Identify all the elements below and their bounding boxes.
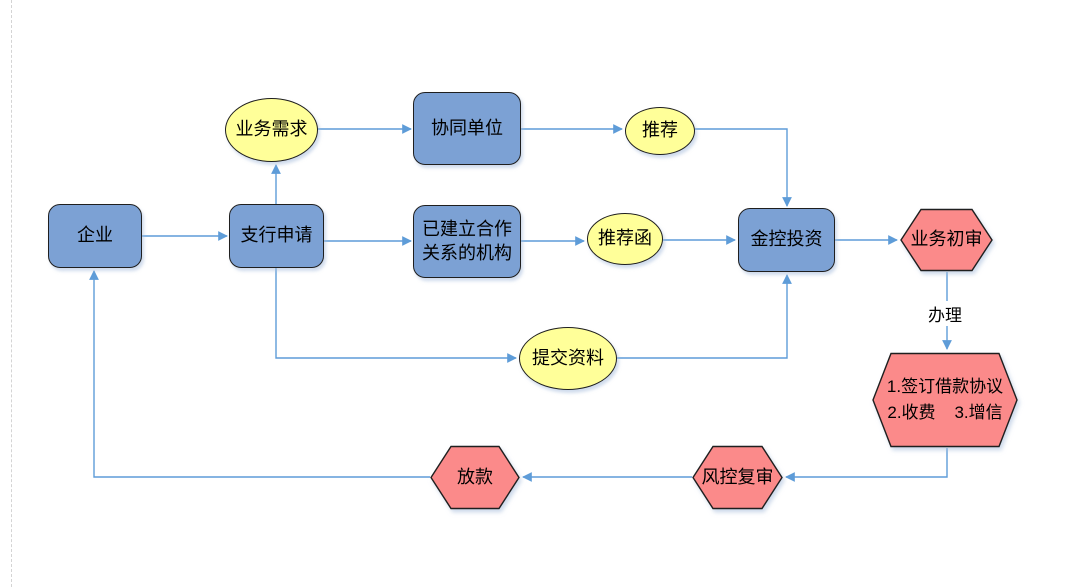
node-sign-fee-credit-label: 1.签订借款协议 2.收费 3.增信 [886,376,1004,422]
node-cooperating-unit-label: 协同单位 [431,117,503,138]
node-jinkong-investment[interactable]: 金控投资 [738,208,835,272]
connector-loan-to-enterprise[interactable] [89,270,430,478]
node-recommendation-letter[interactable]: 推荐函 [587,213,663,265]
node-recommendation-label: 推荐 [642,120,678,141]
node-jinkong-investment-label: 金控投资 [750,229,823,250]
page-margin-guide [11,0,12,587]
node-loan-disbursement[interactable]: 放款 [430,445,520,510]
node-enterprise[interactable]: 企业 [48,204,142,268]
node-branch-application[interactable]: 支行申请 [229,204,324,268]
node-loan-disbursement-label: 放款 [457,466,493,487]
node-risk-control-review[interactable]: 风控复审 [692,445,783,510]
node-submit-materials[interactable]: 提交资料 [519,327,617,390]
connector-branch-to-submit-materials[interactable] [275,268,517,363]
node-enterprise-label: 企业 [77,225,113,246]
node-branch-application-label: 支行申请 [240,225,313,246]
node-partner-institution[interactable]: 已建立合作 关系的机构 [413,205,521,278]
node-recommendation-letter-label: 推荐函 [598,228,652,249]
connector-recommendation-to-jinkong[interactable] [695,128,792,207]
hexagon-shape [872,352,1018,448]
node-partner-institution-label: 已建立合作 关系的机构 [422,218,512,263]
node-business-demand[interactable]: 业务需求 [225,98,318,162]
node-business-demand-label: 业务需求 [235,119,308,140]
node-recommendation[interactable]: 推荐 [625,107,695,155]
hexagon-shape [900,208,993,272]
hexagon-shape [430,445,520,510]
node-preliminary-review[interactable]: 业务初审 [900,208,993,272]
node-risk-control-review-label: 风控复审 [701,466,774,487]
connector-sign-to-risk-review[interactable] [785,448,948,482]
node-cooperating-unit[interactable]: 协同单位 [413,92,521,165]
hexagon-shape [692,445,783,510]
edge-label-handle: 办理 [925,301,965,326]
node-sign-fee-credit[interactable]: 1.签订借款协议 2.收费 3.增信 [872,352,1018,448]
node-preliminary-review-label: 业务初审 [910,229,983,250]
connector-submit-materials-to-jinkong[interactable] [617,274,792,359]
node-submit-materials-label: 提交资料 [532,347,604,368]
